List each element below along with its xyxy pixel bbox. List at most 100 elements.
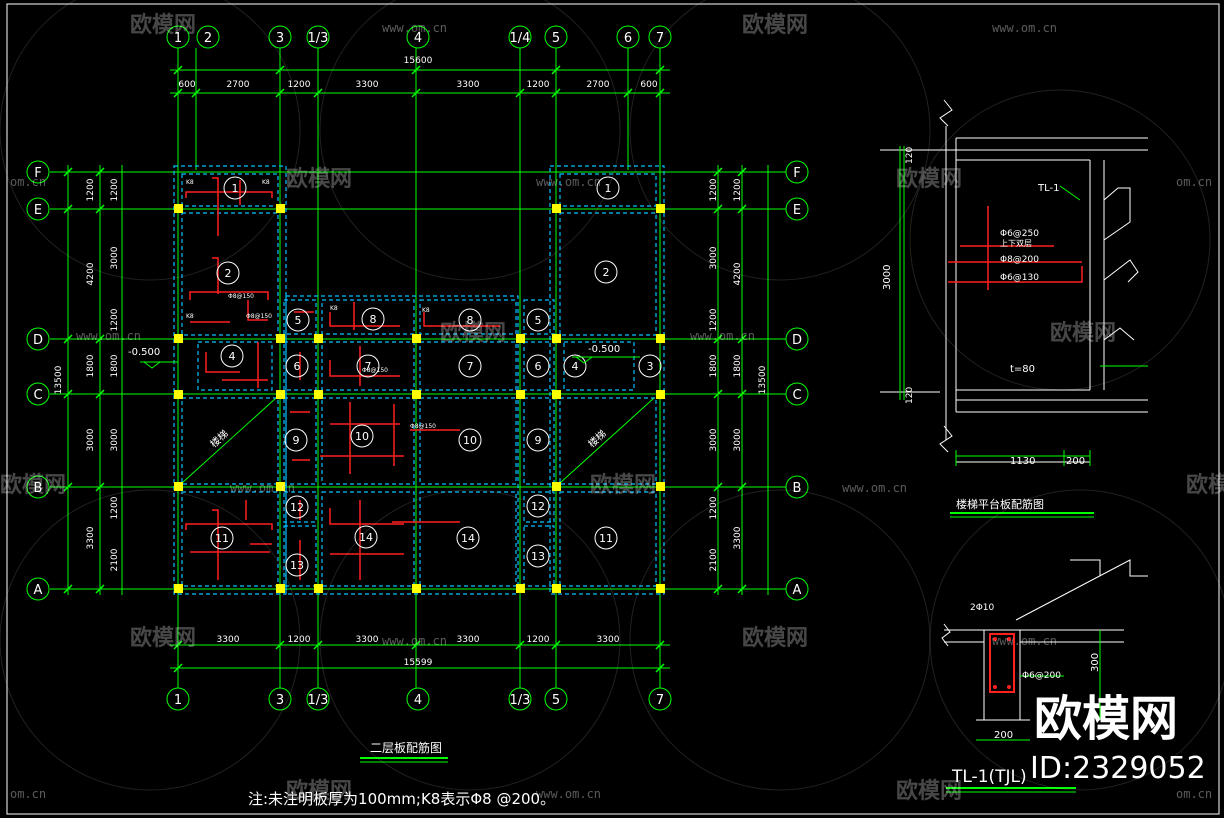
axis-left-1-circle xyxy=(26,197,50,221)
axis-top-5-circle xyxy=(508,25,532,49)
stair-beam-tag: TL-1 xyxy=(1037,183,1059,194)
dim-top-5: 1200 xyxy=(527,80,550,90)
axis-left-2-circle xyxy=(26,327,50,351)
axis-bottom-3: 4 xyxy=(414,693,422,708)
axis-bottom-6-circle xyxy=(648,687,672,711)
dim-left-total: 13500 xyxy=(54,365,64,394)
axis-left-5-circle xyxy=(26,577,50,601)
level-left: -0.500 xyxy=(128,347,160,358)
dim-bottom-4: 1200 xyxy=(527,635,550,645)
slab-number-4: 5 xyxy=(295,314,302,327)
dim-left-outer-3: 3000 xyxy=(86,428,96,451)
slab-marker-19 xyxy=(285,495,309,519)
axis-bottom-5: 5 xyxy=(552,693,560,708)
stair-dim-h1: 1130 xyxy=(1010,456,1035,467)
wm-brand-10: 欧模网 xyxy=(130,625,196,651)
slab-marker-12 xyxy=(526,354,550,378)
wm-site-1: www.om.cn xyxy=(382,21,447,35)
wm-brand-5: 欧模网 xyxy=(440,320,506,346)
wm-brand-1: 欧模网 xyxy=(130,12,196,38)
slab-number-26: 13 xyxy=(531,550,545,563)
slab-marker-0 xyxy=(223,176,247,200)
rebar-tag-6: Φ8@150 xyxy=(362,367,388,374)
beam-height: 300 xyxy=(1090,653,1101,672)
dim-left-inner-1: 3000 xyxy=(110,246,120,269)
rebar-lines xyxy=(185,177,500,580)
dim-left-inner-3: 1800 xyxy=(110,354,120,377)
axis-right-3-circle xyxy=(785,382,809,406)
wm-site-8: www.om.cn xyxy=(842,481,907,495)
slab-number-12: 6 xyxy=(535,360,542,373)
dim-top-2: 1200 xyxy=(288,80,311,90)
wm-id: ID:2329052 xyxy=(1030,751,1206,786)
axis-top-2-circle xyxy=(268,25,292,49)
axis-bottom-1: 3 xyxy=(276,693,284,708)
beam-top-bars: 2Φ10 xyxy=(970,603,995,613)
wm-brand-9: 欧模网 xyxy=(1186,472,1224,498)
wm-brand-6: 欧模网 xyxy=(1050,320,1116,346)
dim-right-inner-1: 3000 xyxy=(709,246,719,269)
slab-number-20: 12 xyxy=(531,500,545,513)
axis-left-4-circle xyxy=(26,475,50,499)
rebar-tag-8: Φ8@150 xyxy=(410,423,436,430)
wm-site-12: www.om.cn xyxy=(536,787,601,801)
axis-top-2: 3 xyxy=(276,31,284,46)
axis-right-0-circle xyxy=(785,160,809,184)
dim-left-inner-4: 3000 xyxy=(110,428,120,451)
axis-top-0-circle xyxy=(166,25,190,49)
wm-site-9: www.om.cn xyxy=(230,481,295,495)
rebar-tag-4: Φ8@150 xyxy=(246,313,272,320)
dim-right-outer-1: 4200 xyxy=(733,262,743,285)
wm-brand-large: 欧模网 xyxy=(1034,691,1178,747)
slab-marker-6 xyxy=(458,308,482,332)
slab-marker-10 xyxy=(356,354,380,378)
slab-outlines xyxy=(173,165,665,595)
slab-number-22: 14 xyxy=(359,531,373,544)
slab-marker-13 xyxy=(563,354,587,378)
axis-bottom-1-circle xyxy=(268,687,292,711)
rebar-tag-3: K8 xyxy=(186,313,194,320)
slab-marker-26 xyxy=(526,544,550,568)
stair-label-left: 楼梯 xyxy=(207,427,231,450)
slab-number-17: 10 xyxy=(463,434,477,447)
plan-note: 注:未注明板厚为100mm;K8表示Φ8 @200。 xyxy=(248,790,555,808)
stair-thickness: t=80 xyxy=(1010,364,1035,375)
rebar-tag-5: K8 xyxy=(330,305,338,312)
slab-number-5: 8 xyxy=(370,313,377,326)
dim-left-outer-4: 3300 xyxy=(86,526,96,549)
dim-right-total: 13500 xyxy=(758,365,768,394)
slab-number-6: 8 xyxy=(467,314,474,327)
axis-left-5: A xyxy=(34,583,43,598)
dim-left-inner-0: 1200 xyxy=(110,178,120,201)
dim-right-inner-5: 1200 xyxy=(709,496,719,519)
dim-right-inner-0: 1200 xyxy=(709,178,719,201)
slab-marker-5 xyxy=(361,307,385,331)
axis-right-5: A xyxy=(793,583,802,598)
axis-right-3: C xyxy=(792,388,801,403)
wm-site-3: www.om.cn xyxy=(536,175,601,189)
slab-number-8: 4 xyxy=(229,350,236,363)
axis-top-4: 4 xyxy=(414,31,422,46)
wm-site-6: www.om.cn xyxy=(690,329,755,343)
slab-number-3: 2 xyxy=(603,266,610,279)
slab-number-7: 5 xyxy=(535,314,542,327)
slab-marker-9 xyxy=(285,354,309,378)
axis-top-5: 1/4 xyxy=(510,31,531,46)
dim-top-4: 3300 xyxy=(457,80,480,90)
slab-marker-15 xyxy=(284,428,308,452)
wm-site-4: om.cn xyxy=(10,175,46,189)
slab-marker-20 xyxy=(526,494,550,518)
dim-right-inner-2: 1200 xyxy=(709,308,719,331)
axis-bottom-2: 1/3 xyxy=(308,693,329,708)
axis-top-3-circle xyxy=(306,25,330,49)
dim-right-outer-0: 1200 xyxy=(733,178,743,201)
slab-number-10: 7 xyxy=(365,360,372,373)
wm-brand-4: 欧模网 xyxy=(896,166,962,192)
axis-left-4: B xyxy=(34,481,43,496)
dim-right-inner-4: 3000 xyxy=(709,428,719,451)
beam-title: TL-1(TJL) xyxy=(951,767,1027,787)
beam-section-detail: 2Φ10 Φ6@200 300 200 TL-1(TJL) xyxy=(941,559,1148,793)
slab-marker-2 xyxy=(216,261,240,285)
